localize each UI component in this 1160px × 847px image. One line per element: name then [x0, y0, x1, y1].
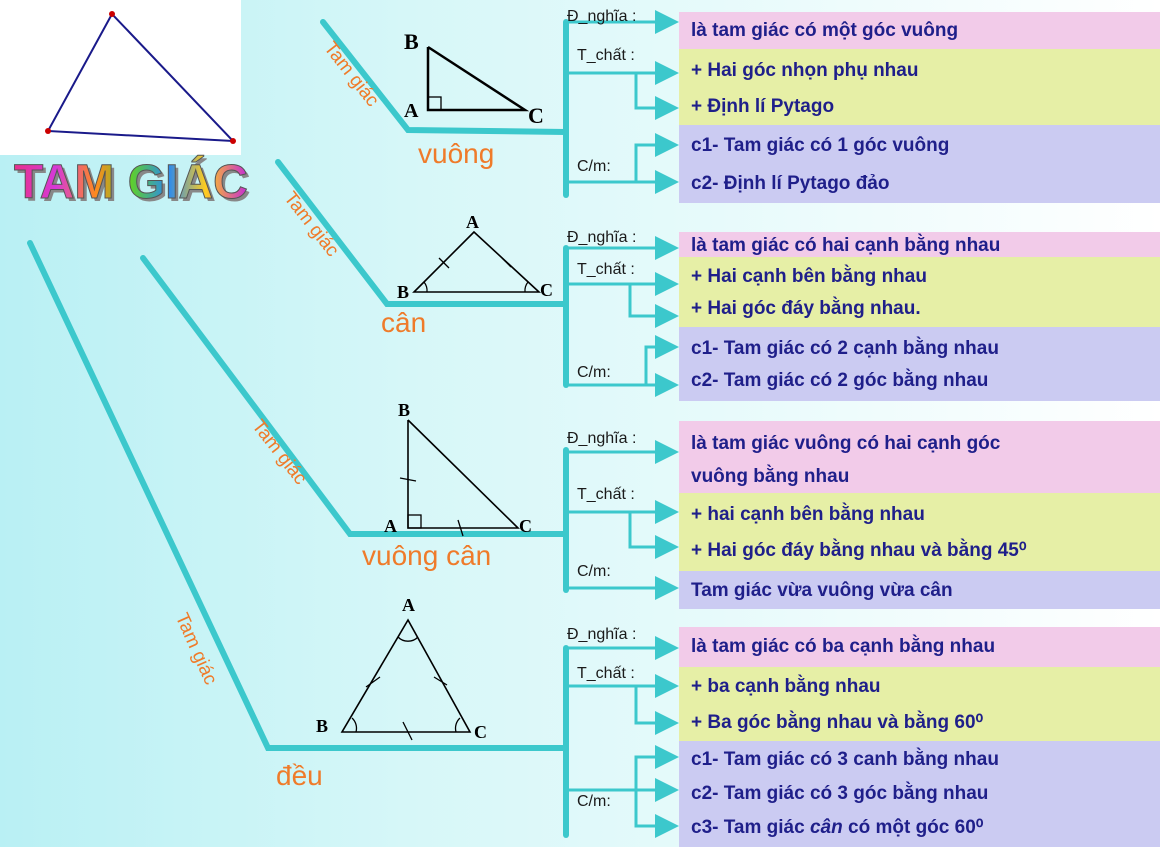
svg-text:A: A: [384, 516, 397, 536]
name-deu: đều: [276, 760, 323, 791]
proofs-1: c1- Tam giác có 1 góc vuông c2- Định lí …: [679, 125, 1160, 203]
property-3-2: + Hai góc đáy bằng nhau và bằng 45⁰: [691, 540, 1027, 561]
proof-2-1: c1- Tam giác có 2 cạnh bằng nhau: [691, 338, 999, 359]
svg-text:A: A: [466, 212, 479, 232]
svg-text:C: C: [528, 103, 544, 128]
figure-right-triangle: B A C: [400, 25, 560, 135]
cm-label-4: C/m:: [577, 793, 611, 810]
figure-isosceles-triangle: A B C: [394, 210, 564, 310]
cm-label-1: C/m:: [577, 158, 611, 175]
tc-label-2: T_chất :: [577, 261, 635, 278]
title-shadow: TAM GIÁC: [17, 158, 251, 210]
proofs-2: c1- Tam giác có 2 cạnh bằng nhau c2- Tam…: [679, 327, 1160, 401]
proof-3-1: Tam giác vừa vuông vừa cân: [679, 571, 1160, 609]
property-2-2: + Hai góc đáy bằng nhau.: [691, 298, 921, 319]
proof-2-2: c2- Tam giác có 2 góc bằng nhau: [691, 370, 989, 391]
dn-label-1: Đ_nghĩa :: [567, 8, 637, 25]
title-tam-giac: TAM GIÁC TAM GIÁC: [14, 155, 251, 211]
proofs-4: c1- Tam giác có 3 canh bằng nhau c2- Tam…: [679, 741, 1160, 847]
property-4-1: + ba cạnh bằng nhau: [691, 676, 881, 697]
svg-text:B: B: [397, 282, 409, 302]
svg-text:A: A: [402, 595, 415, 615]
tc-label-1: T_chất :: [577, 47, 635, 64]
branch-can: [275, 159, 569, 307]
proof-1-2: c2- Định lí Pytago đảo: [691, 173, 890, 194]
properties-3: + hai cạnh bên bằng nhau + Hai góc đáy b…: [679, 493, 1160, 571]
property-2-1: + Hai cạnh bên bằng nhau: [691, 266, 927, 287]
branch-deu: [27, 240, 569, 751]
properties-1: + Hai góc nhọn phụ nhau + Định lí Pytago: [679, 49, 1160, 125]
figure-equilateral-triangle: A B C: [308, 592, 508, 747]
svg-text:C: C: [474, 722, 487, 742]
proof-4-1: c1- Tam giác có 3 canh bằng nhau: [691, 749, 999, 770]
proof-4-2: c2- Tam giác có 3 góc bằng nhau: [691, 783, 989, 804]
name-can: cân: [381, 307, 427, 338]
definition-3-line-1: là tam giác vuông có hai cạnh góc: [691, 433, 1001, 454]
svg-text:B: B: [404, 29, 419, 54]
dn-label-2: Đ_nghĩa :: [567, 229, 637, 246]
cm-label-3: C/m:: [577, 563, 611, 580]
branch-vuong-can: [140, 255, 569, 537]
svg-text:B: B: [316, 716, 328, 736]
dn-label-3: Đ_nghĩa :: [567, 430, 637, 447]
svg-text:C: C: [540, 280, 553, 300]
definition-4: là tam giác có ba cạnh bằng nhau: [679, 627, 1160, 667]
svg-text:A: A: [404, 100, 419, 122]
cm-label-2: C/m:: [577, 364, 611, 381]
proof-1-1: c1- Tam giác có 1 góc vuông: [691, 135, 950, 156]
branch-vuong: [320, 19, 569, 135]
triangle-thumbnail: [0, 0, 241, 155]
properties-2: + Hai cạnh bên bằng nhau + Hai góc đáy b…: [679, 257, 1160, 327]
property-3-1: + hai cạnh bên bằng nhau: [691, 504, 925, 525]
figure-right-isosceles-triangle: B A C: [378, 398, 548, 543]
name-vuong: vuông: [418, 138, 495, 169]
proof-4-3: c3- Tam giác cân có một góc 60⁰: [691, 817, 984, 838]
property-1-1: + Hai góc nhọn phụ nhau: [691, 60, 919, 81]
definition-2: là tam giác có hai cạnh bằng nhau: [679, 232, 1160, 257]
name-vuong-can: vuông cân: [362, 540, 492, 571]
definition-3: là tam giác vuông có hai cạnh góc vuông …: [679, 421, 1160, 493]
title-text: TAM GIÁC: [14, 155, 248, 209]
dn-label-4: Đ_nghĩa :: [567, 626, 637, 643]
property-4-2: + Ba góc bằng nhau và bằng 60⁰: [691, 712, 984, 733]
tc-label-4: T_chất :: [577, 665, 635, 682]
definition-1: là tam giác có một góc vuông: [679, 12, 1160, 49]
property-1-2: + Định lí Pytago: [691, 96, 835, 117]
svg-text:B: B: [398, 400, 410, 420]
svg-text:C: C: [519, 516, 532, 536]
definition-3-line-2: vuông bằng nhau: [691, 466, 850, 487]
properties-4: + ba cạnh bằng nhau + Ba góc bằng nhau v…: [679, 667, 1160, 741]
tc-label-3: T_chất :: [577, 486, 635, 503]
